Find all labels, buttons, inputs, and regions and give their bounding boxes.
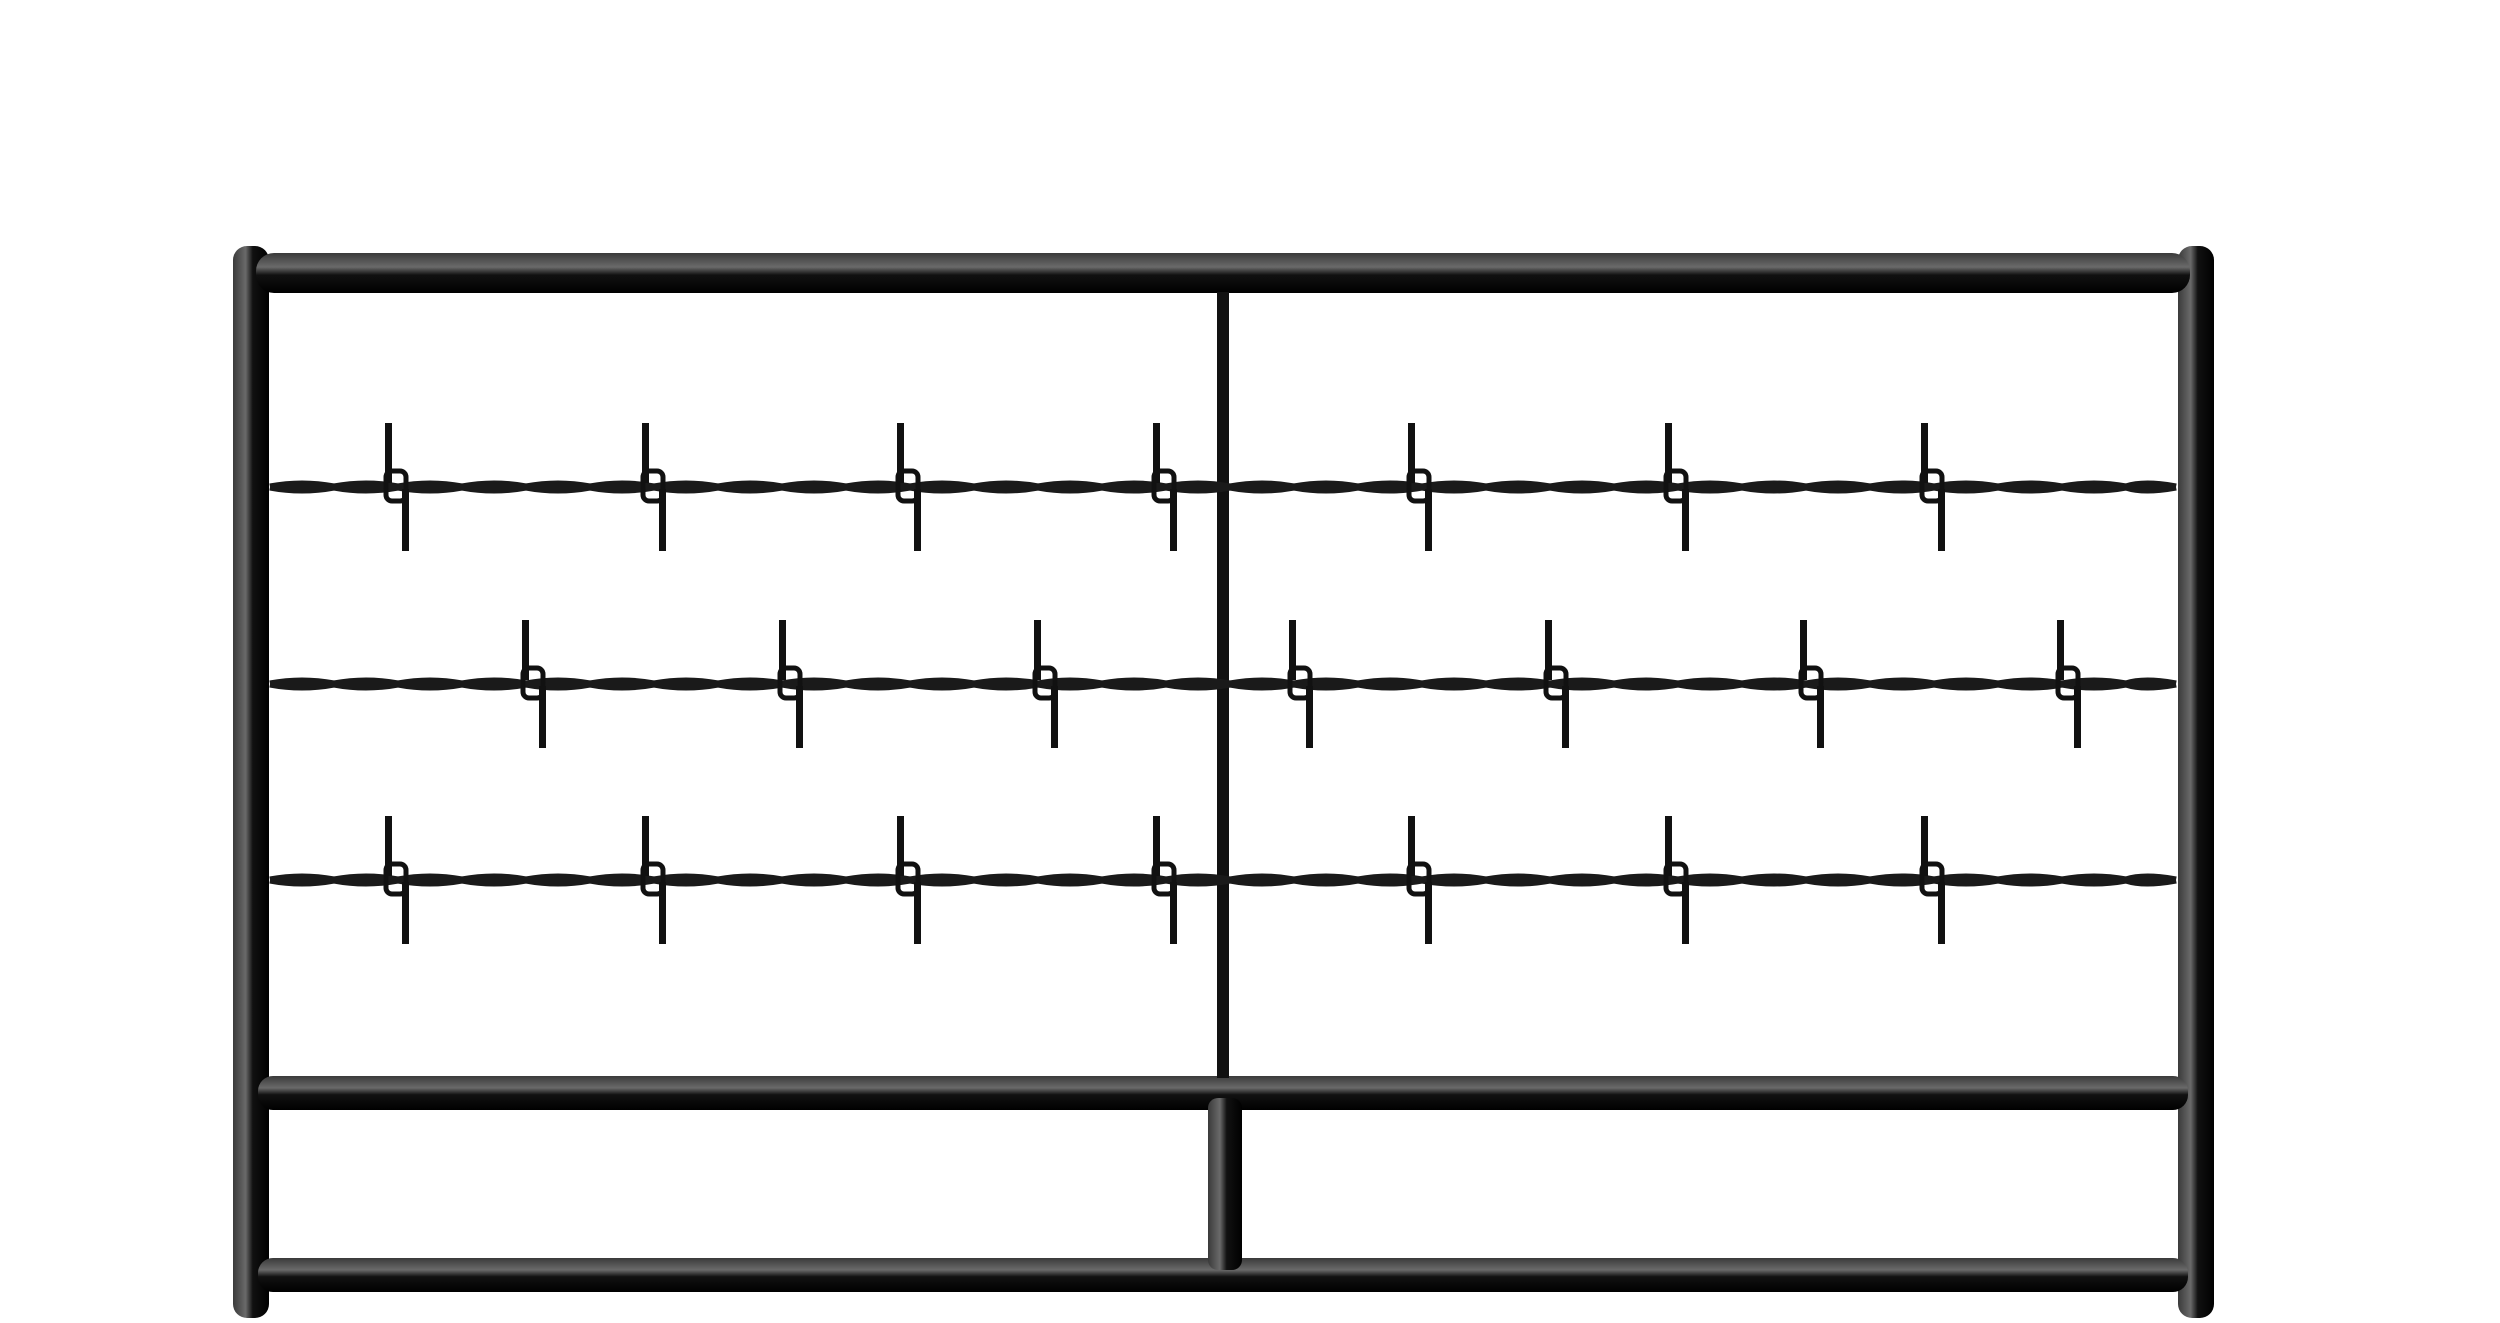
barb-knot — [1406, 468, 1432, 504]
barb-prong-lower — [1682, 489, 1689, 551]
wire-barb — [640, 423, 666, 551]
barb-prong-lower — [1562, 686, 1569, 748]
barb-knot — [640, 861, 666, 897]
barb-prong-upper — [2057, 620, 2064, 680]
barb-knot — [1151, 468, 1177, 504]
barb-prong-lower — [659, 489, 666, 551]
wire-barb — [1663, 423, 1689, 551]
barb-prong-lower — [2074, 686, 2081, 748]
barb-prong-lower — [1306, 686, 1313, 748]
wire-barb — [1287, 620, 1313, 748]
middle-rail — [258, 1076, 2188, 1110]
barb-prong-upper — [1153, 423, 1160, 483]
barb-prong-lower — [914, 489, 921, 551]
barb-prong-lower — [402, 489, 409, 551]
barb-prong-upper — [642, 423, 649, 483]
wire-barb — [640, 816, 666, 944]
barb-prong-lower — [402, 882, 409, 944]
barb-prong-lower — [1938, 882, 1945, 944]
wire-barb — [1151, 423, 1177, 551]
center-stay-lower — [1208, 1098, 1242, 1270]
barb-knot — [1151, 861, 1177, 897]
wire-barb — [1406, 423, 1432, 551]
barb-prong-upper — [1408, 423, 1415, 483]
barb-prong-lower — [1425, 882, 1432, 944]
barb-knot — [1543, 665, 1569, 701]
left-post — [233, 246, 269, 1318]
wire-strand-b — [269, 480, 2177, 494]
barb-prong-upper — [1545, 620, 1552, 680]
wire-barb — [520, 620, 546, 748]
barb-prong-upper — [779, 620, 786, 680]
barb-prong-upper — [1921, 423, 1928, 483]
barb-knot — [1287, 665, 1313, 701]
wire-barb — [383, 816, 409, 944]
barb-prong-upper — [1921, 816, 1928, 876]
barb-prong-upper — [1153, 816, 1160, 876]
barb-prong-upper — [897, 423, 904, 483]
barb-prong-lower — [1425, 489, 1432, 551]
barb-knot — [1032, 665, 1058, 701]
barb-knot — [383, 468, 409, 504]
barb-knot — [895, 468, 921, 504]
barb-prong-lower — [1170, 489, 1177, 551]
barb-prong-upper — [385, 423, 392, 483]
barb-prong-upper — [642, 816, 649, 876]
wire-barb — [1543, 620, 1569, 748]
wire-barb — [383, 423, 409, 551]
barb-prong-upper — [1289, 620, 1296, 680]
barbed-wire-group — [269, 423, 2177, 944]
barbed-wire-strand — [269, 620, 2177, 748]
barb-prong-lower — [539, 686, 546, 748]
barb-prong-upper — [522, 620, 529, 680]
wire-barb — [1919, 423, 1945, 551]
wire-barb — [2055, 620, 2081, 748]
barb-prong-upper — [385, 816, 392, 876]
barb-knot — [1919, 861, 1945, 897]
barb-knot — [1663, 468, 1689, 504]
barbed-wire-strand — [269, 816, 2177, 944]
barb-prong-lower — [659, 882, 666, 944]
wire-strand-b — [269, 873, 2177, 887]
wire-barb — [1798, 620, 1824, 748]
barb-prong-lower — [914, 882, 921, 944]
barb-knot — [1919, 468, 1945, 504]
wire-barb — [1919, 816, 1945, 944]
barb-prong-lower — [1682, 882, 1689, 944]
wire-barb — [895, 423, 921, 551]
wire-barb — [1032, 620, 1058, 748]
barb-prong-lower — [1817, 686, 1824, 748]
barb-knot — [895, 861, 921, 897]
barb-knot — [520, 665, 546, 701]
barb-prong-lower — [796, 686, 803, 748]
wire-barb — [1406, 816, 1432, 944]
barb-prong-upper — [1800, 620, 1807, 680]
wire-barb — [1151, 816, 1177, 944]
barb-prong-upper — [1665, 423, 1672, 483]
right-post — [2178, 246, 2214, 1318]
barb-prong-upper — [1034, 620, 1041, 680]
barb-prong-upper — [1408, 816, 1415, 876]
barb-knot — [383, 861, 409, 897]
barb-knot — [1798, 665, 1824, 701]
barb-knot — [2055, 665, 2081, 701]
barb-knot — [1406, 861, 1432, 897]
barb-prong-upper — [1665, 816, 1672, 876]
barb-prong-lower — [1938, 489, 1945, 551]
barb-knot — [777, 665, 803, 701]
wire-barb — [777, 620, 803, 748]
wire-barb — [895, 816, 921, 944]
barbed-wire-strand — [269, 423, 2177, 551]
barb-knot — [640, 468, 666, 504]
barb-knot — [1663, 861, 1689, 897]
barb-prong-lower — [1170, 882, 1177, 944]
wire-strand-b — [269, 677, 2177, 691]
top-rail — [256, 253, 2190, 293]
wire-barb — [1663, 816, 1689, 944]
barb-prong-lower — [1051, 686, 1058, 748]
bottom-rail — [258, 1258, 2188, 1292]
barb-prong-upper — [897, 816, 904, 876]
